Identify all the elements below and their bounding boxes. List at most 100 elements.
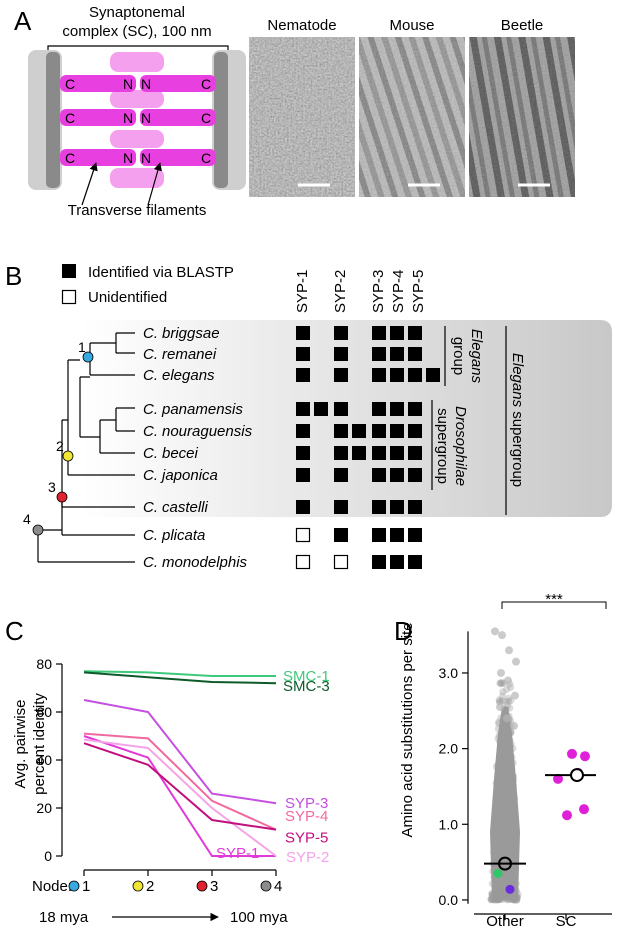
sc-title-line2: complex (SC), 100 nm (62, 23, 211, 40)
other-point (506, 770, 514, 778)
other-point (497, 775, 505, 784)
species-label: C.becei (143, 445, 199, 462)
other-point (501, 784, 509, 793)
presence-square (408, 528, 422, 542)
other-point (494, 833, 503, 841)
lateral-element-right (214, 52, 228, 188)
other-point (499, 799, 507, 807)
other-point (509, 798, 517, 806)
other-point (494, 881, 503, 889)
other-point (488, 895, 496, 904)
other-point (509, 781, 517, 789)
other-point (490, 848, 498, 857)
series-label-syp-4: SYP-4 (285, 808, 328, 825)
drosophilae-label-rest: supergroup (434, 408, 451, 484)
other-point (509, 787, 517, 795)
other-point (501, 807, 510, 815)
series-label-smc-1: SMC-1 (283, 668, 330, 685)
other-point (493, 852, 501, 860)
presence-square (426, 368, 440, 382)
tree-node-4-label: 4 (23, 511, 31, 527)
presence-square (296, 424, 310, 438)
other-point (507, 728, 515, 737)
tree-node-4 (32, 524, 44, 536)
other-point (492, 825, 500, 833)
series-label-syp-5: SYP-5 (285, 830, 328, 847)
n-terminus-label: N (123, 150, 133, 166)
other-point (512, 896, 520, 904)
other-point (501, 698, 510, 706)
other-point (494, 735, 502, 743)
species-label: C.briggsae (143, 325, 220, 342)
other-point (494, 896, 502, 904)
other-point (496, 679, 504, 688)
other-point (505, 815, 514, 823)
sc-point (567, 748, 577, 759)
filament-arrow-right (147, 162, 162, 206)
presence-square (372, 528, 386, 542)
other-point (499, 796, 507, 804)
species-label: C.remanei (143, 346, 217, 363)
presence-square (390, 424, 404, 438)
micrographs: Nematode Mouse Beetle (249, 17, 575, 197)
other-point (504, 744, 512, 752)
other-point (496, 893, 504, 901)
other-point (487, 896, 495, 904)
substitution-scatter: Amino acid substitutions per site 0.01.0… (399, 591, 612, 930)
presence-square (334, 368, 348, 382)
other-point (506, 778, 514, 786)
other-point (502, 807, 511, 816)
n-terminus-label: N (123, 110, 133, 126)
other-point (502, 788, 510, 796)
other-point (495, 896, 503, 904)
c-xtick-label: 1 (82, 878, 90, 895)
absence-square (295, 554, 311, 570)
c-terminus-label: C (201, 150, 211, 166)
other-point (498, 777, 507, 785)
other-point (506, 795, 515, 803)
sc-point (553, 773, 563, 784)
elegans-group-label-rest: group (450, 337, 467, 375)
other-point (489, 892, 497, 900)
other-point (504, 801, 512, 809)
column-header-syp-3: SYP-3 (370, 270, 387, 313)
panel-label-a: A (14, 6, 32, 36)
other-point (503, 775, 511, 783)
other-point (510, 894, 518, 902)
elegans-supergroup-label: Elegans supergroup (509, 353, 526, 487)
other-point (508, 830, 516, 838)
other-point (495, 878, 504, 886)
d-category-label: SC (556, 913, 577, 930)
presence-square (408, 555, 422, 569)
other-point (497, 729, 505, 738)
other-point (498, 887, 507, 895)
other-outlier-point (497, 668, 505, 677)
d-ytick-label: 1.0 (439, 816, 459, 832)
other-outlier-point (510, 721, 518, 730)
presence-square (372, 347, 386, 361)
other-point (487, 895, 495, 903)
panel-label-c: C (5, 616, 24, 646)
other-point (511, 821, 519, 829)
presence-square (334, 500, 348, 514)
micrograph-label-nematode: Nematode (267, 17, 336, 34)
other-point (493, 812, 501, 820)
tree-node-2 (62, 450, 74, 462)
other-point (500, 756, 509, 764)
other-point (504, 819, 512, 827)
c-node-marker (260, 880, 272, 892)
other-point (498, 747, 506, 756)
other-point (513, 892, 521, 901)
other-point (507, 895, 515, 904)
presence-square (372, 500, 386, 514)
presence-square (408, 402, 422, 416)
other-point (505, 736, 514, 744)
other-point (514, 890, 522, 898)
presence-square (334, 424, 348, 438)
c-terminus-label: C (201, 76, 211, 92)
central-element-pill (110, 90, 164, 108)
other-point (497, 733, 506, 741)
presence-square (408, 326, 422, 340)
